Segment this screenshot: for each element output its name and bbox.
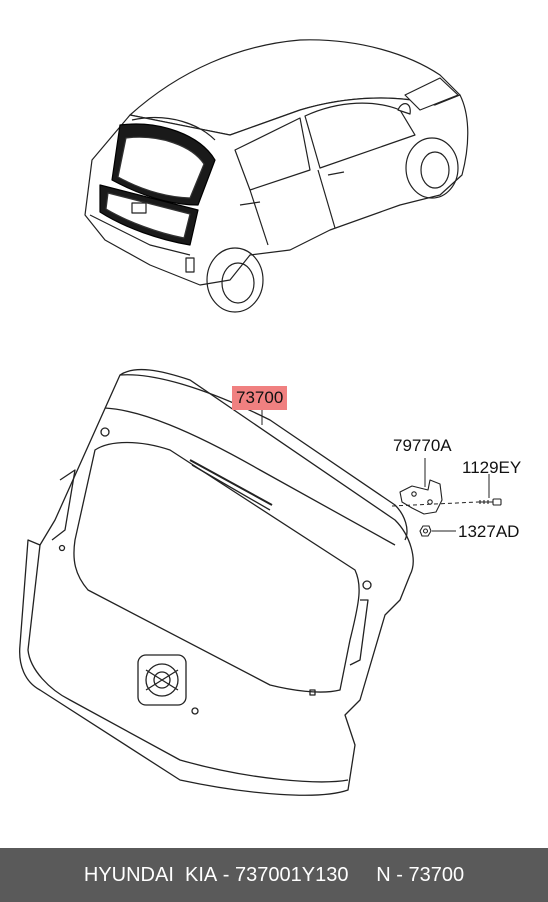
car-illustration [84, 39, 469, 313]
hinge-illustration [399, 479, 443, 515]
footer-ref-number: 73700 [408, 863, 465, 886]
tailgate-illustration [19, 368, 414, 796]
footer-ref-prefix: N - [376, 863, 409, 886]
nut-illustration [419, 525, 432, 537]
footer-part-number: 737001Y130 [235, 863, 349, 886]
parts-diagram [19, 39, 502, 796]
part-label-73700: 73700 [232, 386, 288, 410]
footer-separator: - [217, 863, 236, 886]
footer-brand: HYUNDAI KIA [83, 863, 218, 886]
part-label-1129ey: 1129EY [462, 458, 522, 477]
part-label-79770a: 79770A [393, 436, 452, 455]
footer-bar: HYUNDAI KIA - 737001Y130 N - 73700 [0, 848, 548, 902]
leader-lines [261, 408, 490, 532]
footer-spacer [348, 864, 376, 887]
part-label-1327ad: 1327AD [458, 522, 520, 541]
bolt-illustration [478, 498, 502, 506]
